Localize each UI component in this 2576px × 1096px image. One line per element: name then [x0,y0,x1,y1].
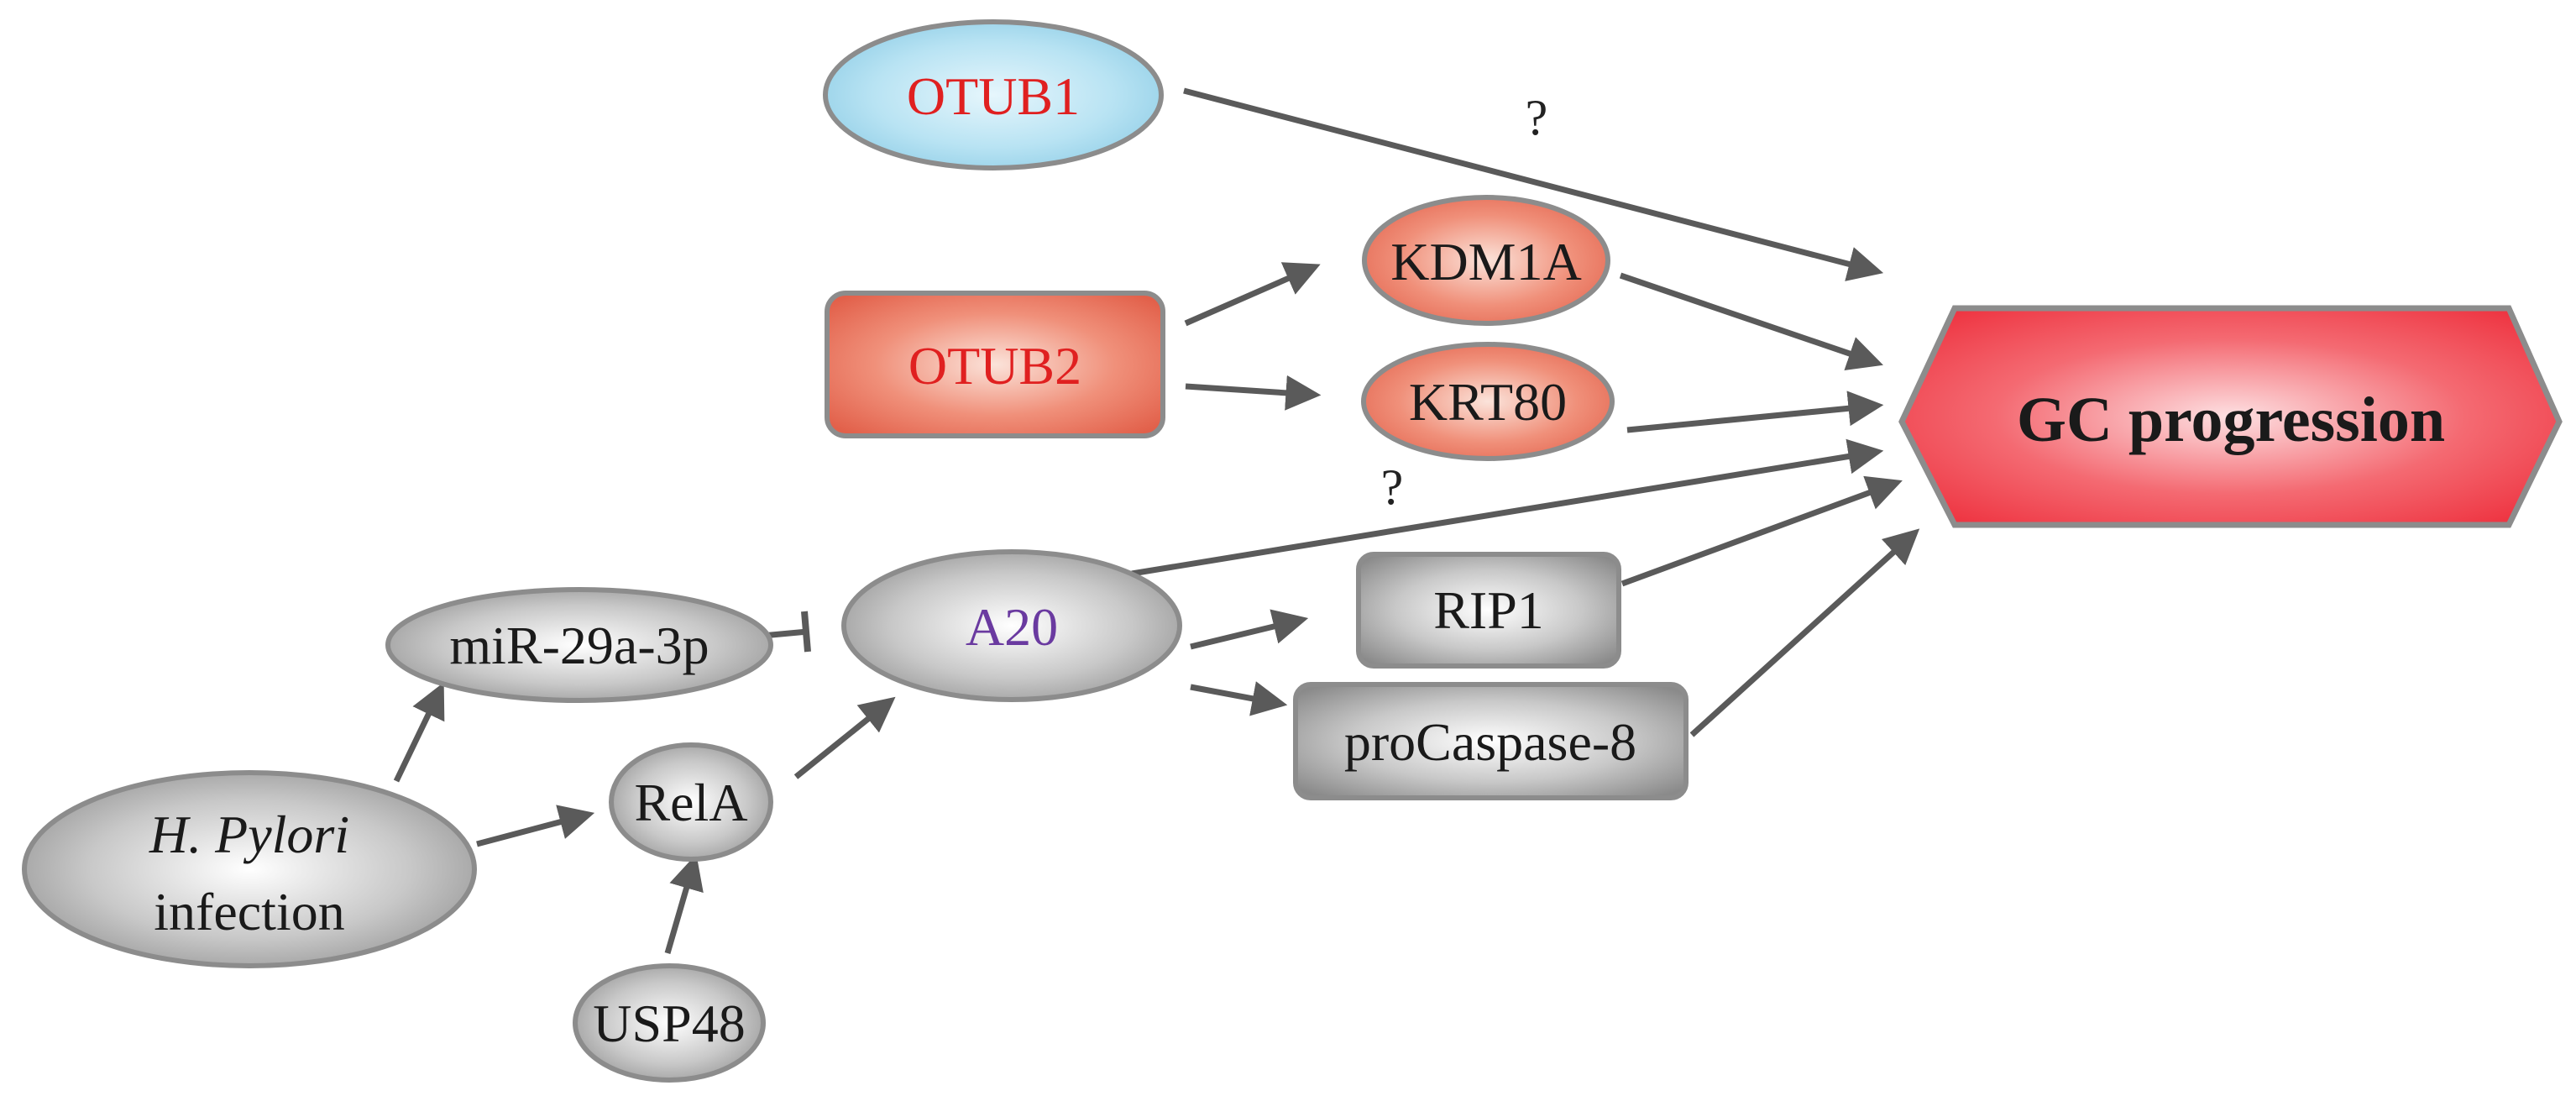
edge-a20-procaspase8 [1190,681,1288,716]
edges [393,87,1920,954]
node-procaspase-8-label: proCaspase-8 [1344,712,1636,772]
node-otub1-label: OTUB1 [907,66,1080,126]
edge-hpylori-mir [393,682,445,783]
node-kdm1a: KDM1A [1362,195,1610,326]
node-kdm1a-label: KDM1A [1390,232,1582,291]
node-rela: RelA [609,742,773,862]
node-h-pylori-infection: H. Pylori infection [22,770,477,968]
edge-otub2-kdm1a [1184,262,1321,327]
question-mark-otub1: ? [1526,90,1548,145]
edge-krt80-gc [1626,391,1884,433]
question-mark-a20: ? [1381,459,1404,515]
edge-a20-rip1 [1190,609,1309,650]
node-otub1: OTUB1 [823,19,1164,170]
node-rela-label: RelA [634,773,747,832]
node-usp48: USP48 [573,963,766,1083]
edge-otub1-gc [1183,87,1884,281]
node-a20: A20 [841,549,1182,702]
edge-rip1-gc [1620,475,1903,587]
node-usp48-label: USP48 [593,994,745,1053]
node-krt80-label: KRT80 [1409,372,1567,432]
node-h-pylori-label-line1: H. Pylori [149,805,349,864]
edge-a20-gc [1131,438,1884,577]
node-gc-progression-label: GC progression [2017,385,2445,455]
node-otub2: OTUB2 [825,291,1165,438]
node-rip1: RIP1 [1356,552,1621,669]
edge-rela-a20 [793,696,896,779]
node-h-pylori-label-line2: infection [154,882,344,941]
edge-procaspase8-gc [1689,528,1920,737]
node-otub2-label: OTUB2 [908,336,1081,396]
edge-kdm1a-gc [1619,272,1883,371]
node-krt80: KRT80 [1361,342,1615,461]
node-a20-label: A20 [966,597,1058,657]
node-gc-progression: GC progression [1898,305,2563,528]
edge-hpylori-rela [476,805,595,847]
node-mir-29a-3p-label: miR-29a-3p [449,616,709,675]
node-rip1-label: RIP1 [1433,580,1544,640]
edge-otub2-krt80 [1185,375,1322,411]
node-procaspase-8: proCaspase-8 [1293,682,1689,800]
edge-usp48-rela [664,853,704,954]
node-mir-29a-3p: miR-29a-3p [385,587,773,703]
inhibition-bar [801,611,811,653]
